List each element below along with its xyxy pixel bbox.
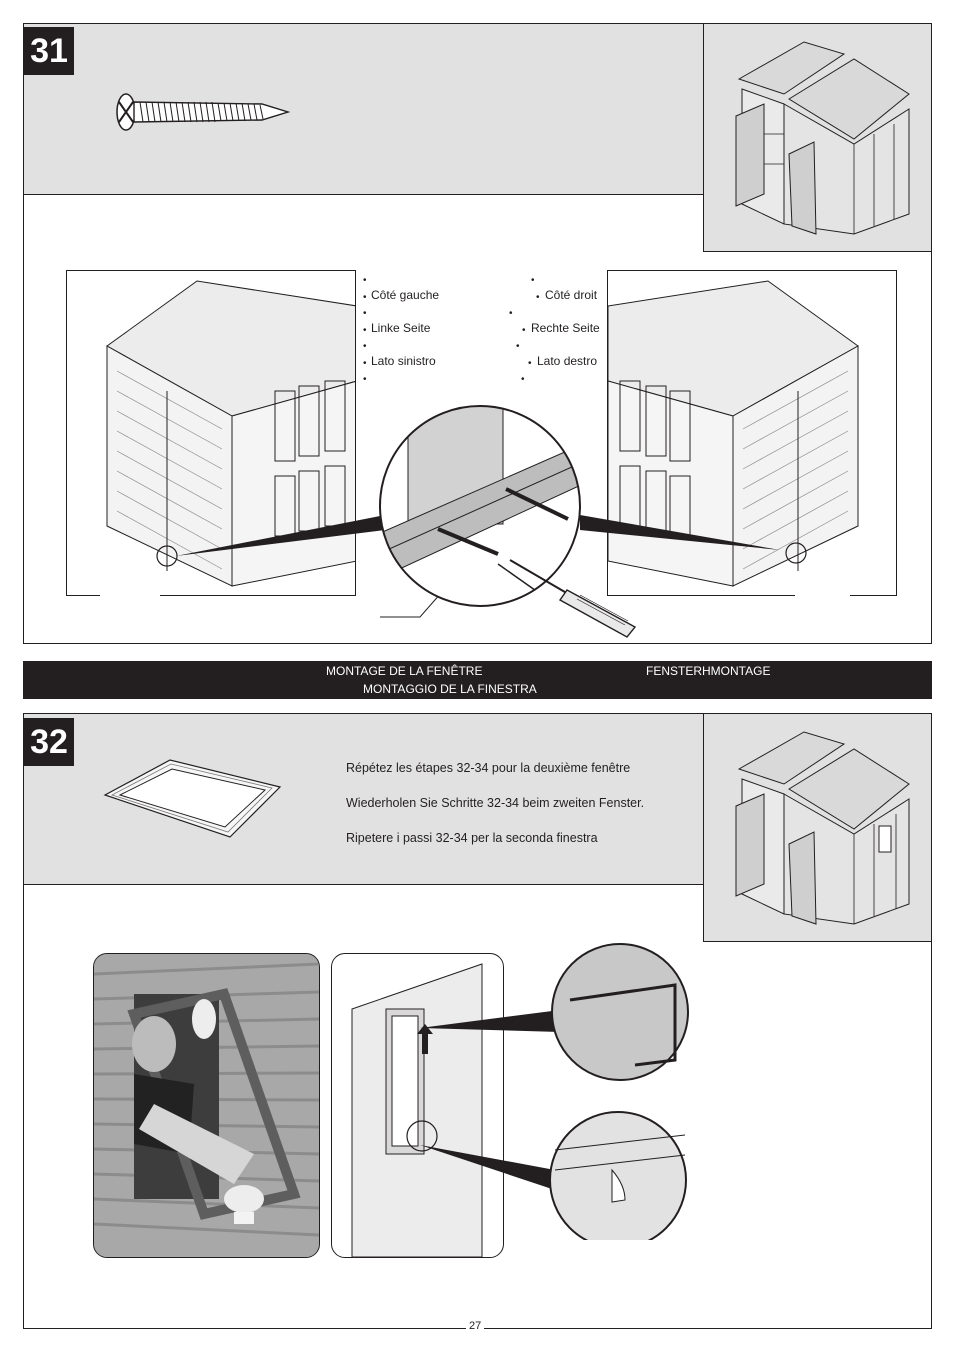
shed-roof-thumbnail bbox=[703, 23, 932, 252]
page-number: 27 bbox=[466, 1320, 485, 1332]
right-panel-gap bbox=[795, 594, 850, 600]
screw-detail-zoom bbox=[379, 405, 581, 607]
section-title-it: MONTAGGIO DE LA FINESTRA bbox=[363, 682, 537, 696]
bullet: • bbox=[363, 374, 367, 385]
left-panel-gap bbox=[100, 594, 160, 600]
window-wall-diagram bbox=[331, 953, 504, 1258]
window-frame-icon bbox=[103, 759, 282, 838]
bullet: • bbox=[363, 325, 367, 336]
window-detail-zooms bbox=[420, 943, 689, 1240]
bullet: • bbox=[363, 341, 367, 352]
instruction-it: Ripetere i passi 32-34 per la seconda fi… bbox=[346, 831, 598, 845]
instruction-de: Wiederholen Sie Schritte 32-34 beim zwei… bbox=[346, 796, 645, 810]
arrow-up-icon bbox=[417, 1024, 433, 1054]
label-left-fr: Côté gauche bbox=[371, 288, 440, 302]
installation-photo bbox=[93, 953, 320, 1258]
section-title-bar: MONTAGE DE LA FENÊTRE FENSTERHMONTAGE MO… bbox=[23, 661, 932, 699]
bullet: • bbox=[363, 358, 367, 369]
instruction-fr: Répétez les étapes 32-34 pour la deuxièm… bbox=[346, 761, 631, 775]
section-title-de: FENSTERHMONTAGE bbox=[646, 664, 771, 678]
label-right-de: Rechte Seite bbox=[531, 321, 600, 335]
shed-window-thumbnail bbox=[703, 713, 932, 942]
bullet: • bbox=[509, 308, 513, 319]
shed-right-view bbox=[607, 270, 897, 596]
step-32-number: 32 bbox=[24, 718, 74, 766]
bullet: • bbox=[516, 341, 520, 352]
screwdriver-icon bbox=[509, 559, 637, 638]
screw-icon bbox=[116, 93, 291, 131]
bullet: • bbox=[363, 308, 367, 319]
bullet: • bbox=[521, 374, 525, 385]
label-right-fr: Côté droit bbox=[545, 288, 598, 302]
bullet: • bbox=[363, 292, 367, 303]
bullet: • bbox=[531, 275, 535, 286]
step-31-number: 31 bbox=[24, 27, 74, 75]
bullet: • bbox=[522, 325, 526, 336]
section-title-fr: MONTAGE DE LA FENÊTRE bbox=[326, 664, 483, 678]
label-right-it: Lato destro bbox=[537, 354, 598, 368]
bullet: • bbox=[536, 292, 540, 303]
label-left-it: Lato sinistro bbox=[371, 354, 436, 368]
bullet: • bbox=[528, 358, 532, 369]
bullet: • bbox=[363, 275, 367, 286]
label-left-de: Linke Seite bbox=[371, 321, 431, 335]
step-31-frame bbox=[23, 23, 932, 644]
